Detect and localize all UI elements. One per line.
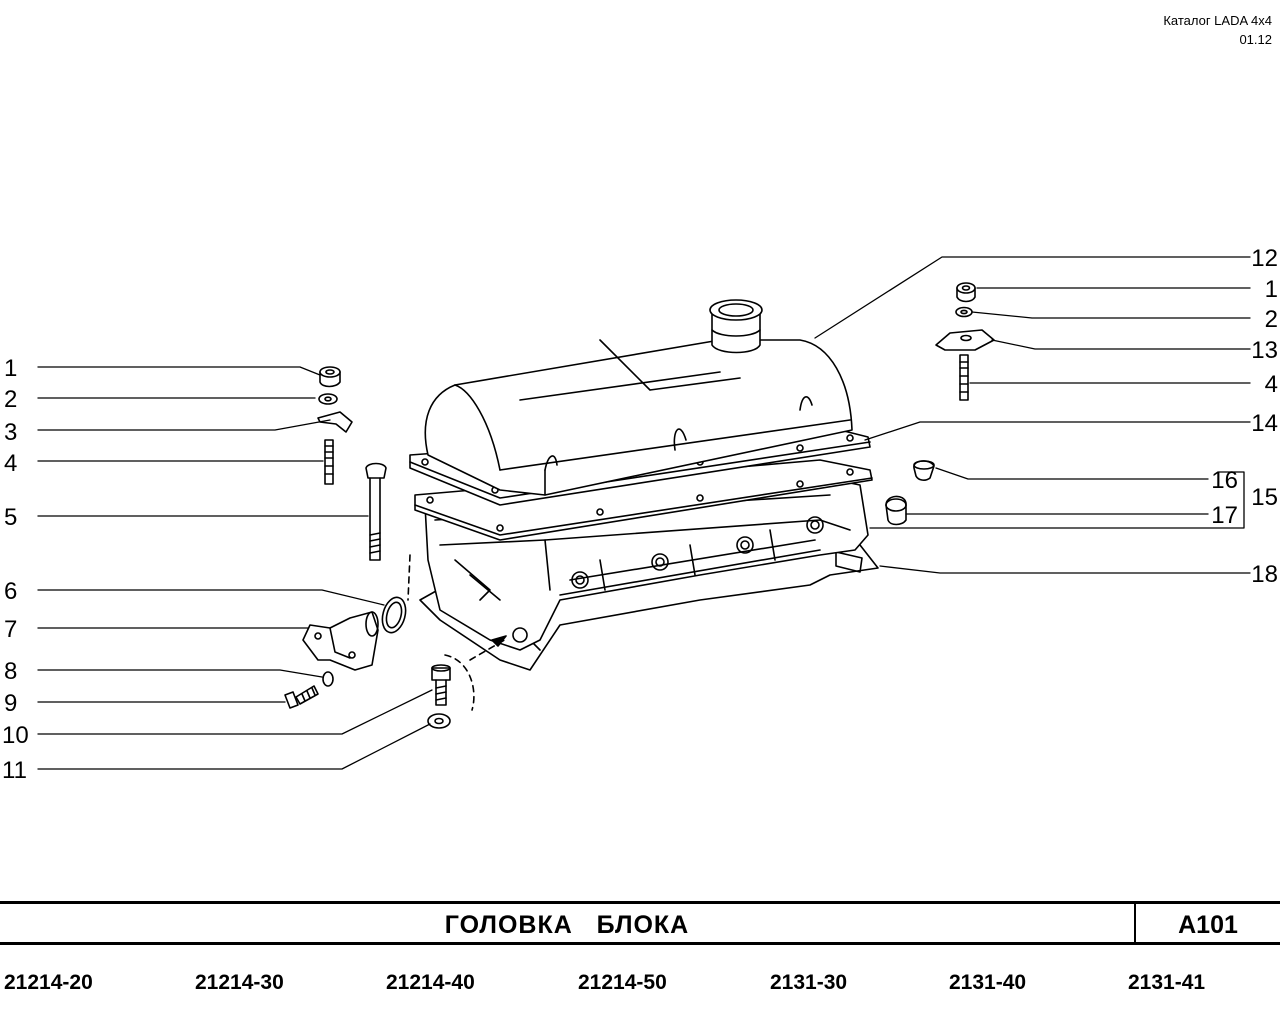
callout-left-10: 10 [2, 722, 29, 749]
callout-right-14: 14 [1251, 410, 1278, 437]
model-item: 21214-20 [4, 971, 93, 994]
parts-diagram: 1 2 3 4 5 6 7 8 9 10 11 12 1 2 13 4 14 1… [2, 245, 1278, 784]
callout-right-15: 15 [1251, 484, 1278, 511]
callout-right-4: 4 [1265, 371, 1278, 398]
callout-right-1: 1 [1265, 276, 1278, 303]
callout-left-5: 5 [4, 504, 17, 531]
leader-lines [37, 256, 1251, 770]
model-item: 2131-30 [770, 971, 848, 994]
long-bolt [365, 462, 387, 561]
right-washer [955, 306, 973, 318]
washer-11 [427, 713, 451, 729]
callout-right-13: 13 [1251, 337, 1278, 364]
bolt-9 [284, 685, 319, 709]
right-nut [956, 282, 976, 303]
callout-right-18: 18 [1251, 561, 1278, 588]
callout-left-8: 8 [4, 658, 17, 685]
model-item: 2131-41 [1128, 971, 1206, 994]
callout-left-7: 7 [4, 616, 17, 643]
washer-8 [322, 671, 334, 687]
callout-left-9: 9 [4, 690, 17, 717]
model-list: 21214-20 21214-30 21214-40 21214-50 2131… [0, 968, 1280, 998]
callout-right-12: 12 [1251, 245, 1278, 272]
callout-left-4: 4 [4, 450, 17, 477]
section-code: A101 [1178, 911, 1238, 939]
callout-left-3: 3 [4, 419, 17, 446]
catalog-label: Каталог LADA 4x4 [1163, 13, 1272, 28]
title-bar: ГОЛОВКА БЛОКА A101 [0, 901, 1280, 945]
section-title: ГОЛОВКА БЛОКА [444, 911, 690, 939]
model-item: 21214-30 [195, 971, 284, 994]
model-item: 2131-40 [949, 971, 1027, 994]
callout-left-11: 11 [2, 757, 27, 784]
left-washer [318, 393, 338, 405]
left-stud [324, 439, 334, 485]
title-divider [1134, 904, 1136, 942]
seal-ring [381, 596, 407, 634]
plug-16 [913, 460, 935, 481]
callout-right-17: 17 [1211, 502, 1238, 529]
left-bracket [317, 411, 353, 433]
callout-left-1: 1 [4, 355, 17, 382]
model-item: 21214-40 [386, 971, 475, 994]
right-stud [959, 354, 969, 401]
plug-17 [885, 495, 907, 526]
housing [302, 611, 379, 671]
model-item: 21214-50 [578, 971, 667, 994]
callout-right-2: 2 [1265, 306, 1278, 333]
head-plate [414, 459, 873, 541]
callout-left-2: 2 [4, 386, 17, 413]
valve-cover [424, 299, 853, 496]
bolt-10 [431, 664, 451, 706]
callout-left-6: 6 [4, 578, 17, 605]
callout-right-16: 16 [1211, 467, 1238, 494]
left-nut [319, 366, 341, 388]
catalog-date: 01.12 [1239, 32, 1272, 47]
